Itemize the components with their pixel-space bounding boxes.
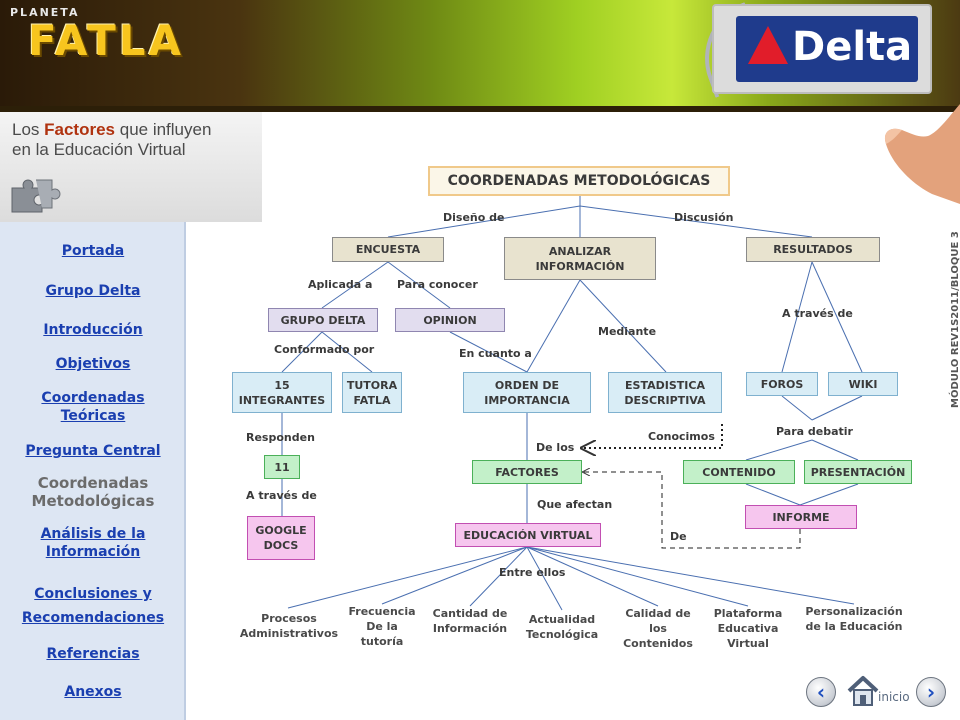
link-conocimos: Conocimos	[648, 430, 715, 443]
leaf-plataforma-educativa: Plataforma Educativa Virtual	[713, 607, 783, 650]
link-de: De	[670, 530, 687, 543]
subtitle-line-1: Los Factores que influyen	[12, 120, 212, 139]
previous-button[interactable]: ‹	[806, 677, 836, 707]
node-analizar-informacion: ANALIZAR INFORMACIÓN	[504, 237, 656, 280]
home-label[interactable]: inicio	[878, 690, 910, 704]
nav-objetivos[interactable]: Objetivos	[55, 356, 131, 372]
nav-anexos[interactable]: Anexos	[64, 684, 122, 700]
brand-top-text: PLANETA	[10, 6, 80, 19]
node-11: 11	[264, 455, 300, 479]
nav-introduccion[interactable]: Introducción	[43, 322, 143, 338]
nav-coordenadas-teoricas[interactable]: Coordenadas Teóricas	[41, 390, 145, 424]
node-resultados: RESULTADOS	[746, 237, 880, 262]
link-aplicada-a: Aplicada a	[308, 278, 373, 291]
node-grupo-delta: GRUPO DELTA	[268, 308, 378, 332]
node-contenido: CONTENIDO	[683, 460, 795, 484]
node-presentacion: PRESENTACIÓN	[804, 460, 912, 484]
header-banner: PLANETA FATLA Delta	[0, 0, 960, 112]
link-en-cuanto-a: En cuanto a	[459, 347, 532, 360]
node-wiki: WIKI	[828, 372, 898, 396]
node-encuesta: ENCUESTA	[332, 237, 444, 262]
link-para-debatir: Para debatir	[776, 425, 853, 438]
link-conformado-por: Conformado por	[274, 343, 375, 356]
link-a-traves-de-google: A través de	[246, 489, 317, 502]
nav-analisis-informacion[interactable]: Análisis de la Información	[40, 526, 146, 560]
leaf-calidad-contenidos: Calidad de los Contenidos	[623, 607, 693, 650]
node-educacion-virtual: EDUCACIÓN VIRTUAL	[455, 523, 601, 547]
leaf-procesos-administrativos: Procesos Administrativos	[239, 612, 339, 640]
puzzle-icon	[11, 179, 61, 213]
module-label: MÓDULO REV1S2011/BLOQUE 3	[950, 231, 960, 408]
node-orden-importancia: ORDEN DE IMPORTANCIA	[463, 372, 591, 413]
nav-grupo-delta[interactable]: Grupo Delta	[45, 283, 141, 299]
node-informe: INFORME	[745, 505, 857, 529]
link-mediante: Mediante	[598, 325, 657, 338]
node-15-integrantes: 15 INTEGRANTES	[232, 372, 332, 413]
link-diseno-de: Diseño de	[443, 211, 505, 224]
link-responden: Responden	[246, 431, 315, 444]
link-que-afectan: Que afectan	[537, 498, 613, 511]
leaf-cantidad-informacion: Cantidad de Información	[432, 607, 508, 635]
link-discusion: Discusión	[674, 211, 734, 224]
brand-logo-text: FATLA	[28, 16, 185, 65]
link-de-los: De los	[536, 441, 575, 454]
link-para-conocer: Para conocer	[397, 278, 478, 291]
nav-referencias[interactable]: Referencias	[46, 646, 140, 662]
nav-pregunta-central[interactable]: Pregunta Central	[25, 443, 161, 459]
subtitle-highlight: Factores	[44, 120, 116, 139]
concept-map-title: COORDENADAS METODOLÓGICAS	[428, 166, 730, 196]
nav-conclusiones[interactable]: Conclusiones y Recomendaciones	[21, 586, 165, 626]
nav-coordenadas-metodologicas[interactable]: Coordenadas Metodológicas	[31, 474, 155, 510]
leaf-frecuencia-tutoria: Frecuencia De la tutoría	[348, 605, 416, 648]
nav-portada[interactable]: Portada	[61, 243, 125, 259]
node-tutora-fatla: TUTORA FATLA	[342, 372, 402, 413]
node-factores: FACTORES	[472, 460, 582, 484]
subtitle-line-2: en la Educación Virtual	[12, 140, 186, 159]
partner-logo-text: Delta	[792, 24, 913, 70]
link-a-traves-de-foros: A través de	[782, 307, 853, 320]
node-opinion: OPINION	[395, 308, 505, 332]
hand-icon	[884, 104, 960, 204]
leaf-actualidad-tecnologica: Actualidad Tecnológica	[525, 613, 599, 641]
link-entre-ellos: Entre ellos	[499, 566, 566, 579]
leaf-personalizacion-educacion: Personalización de la Educación	[805, 605, 903, 633]
node-foros: FOROS	[746, 372, 818, 396]
next-button[interactable]: ›	[916, 677, 946, 707]
node-google-docs: GOOGLE DOCS	[247, 516, 315, 560]
node-estadistica-descriptiva: ESTADISTICA DESCRIPTIVA	[608, 372, 722, 413]
sidebar	[0, 222, 186, 720]
home-icon[interactable]	[846, 674, 880, 708]
delta-triangle-icon	[748, 26, 788, 64]
